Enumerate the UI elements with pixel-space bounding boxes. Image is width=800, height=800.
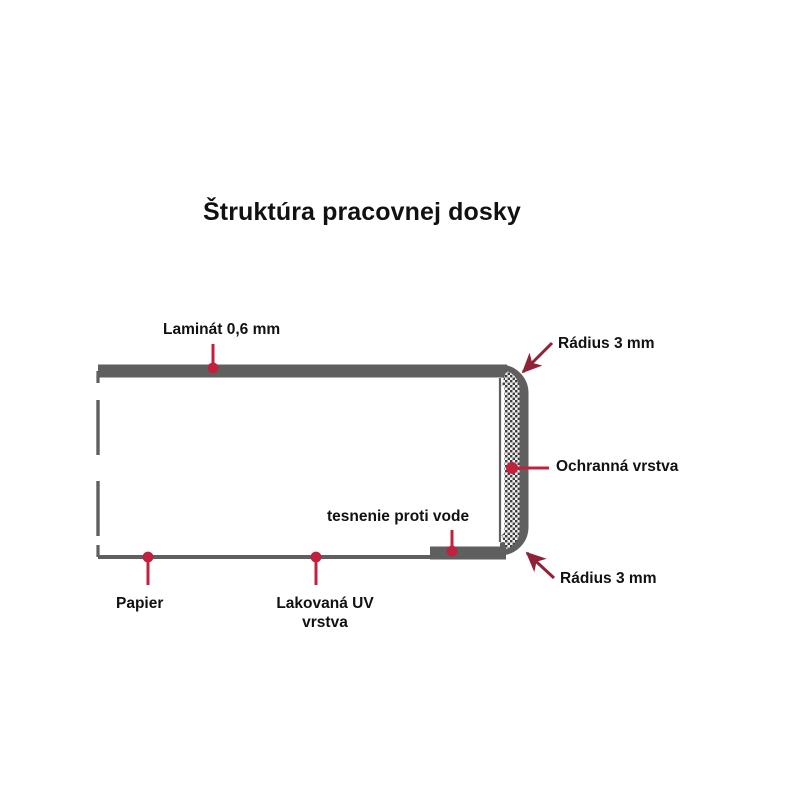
- leader-radius-top-arrow: [521, 341, 554, 374]
- callout-leaders: [142, 341, 556, 585]
- page-title: Štruktúra pracovnej dosky: [203, 198, 521, 226]
- label-lakovana-uv-vrstva: Lakovaná UV vrstva: [276, 595, 374, 631]
- leader-ochranna-dot: [506, 462, 518, 474]
- label-radius-bottom: Rádius 3 mm: [560, 570, 657, 587]
- leader-radius-bottom-arrow: [525, 551, 556, 580]
- label-radius-top: Rádius 3 mm: [558, 335, 655, 352]
- leader-laminat-dot: [207, 362, 219, 374]
- protective-layer-band: [500, 370, 520, 550]
- leader-tesnenie-dot: [446, 545, 458, 557]
- label-tesnenie-proti-vode: tesnenie proti vode: [327, 508, 470, 525]
- label-ochranna-vrstva: Ochranná vrstva: [556, 458, 679, 475]
- label-papier: Papier: [116, 595, 164, 612]
- worktop-body: [96, 364, 529, 560]
- label-laminat: Laminát 0,6 mm: [163, 321, 281, 338]
